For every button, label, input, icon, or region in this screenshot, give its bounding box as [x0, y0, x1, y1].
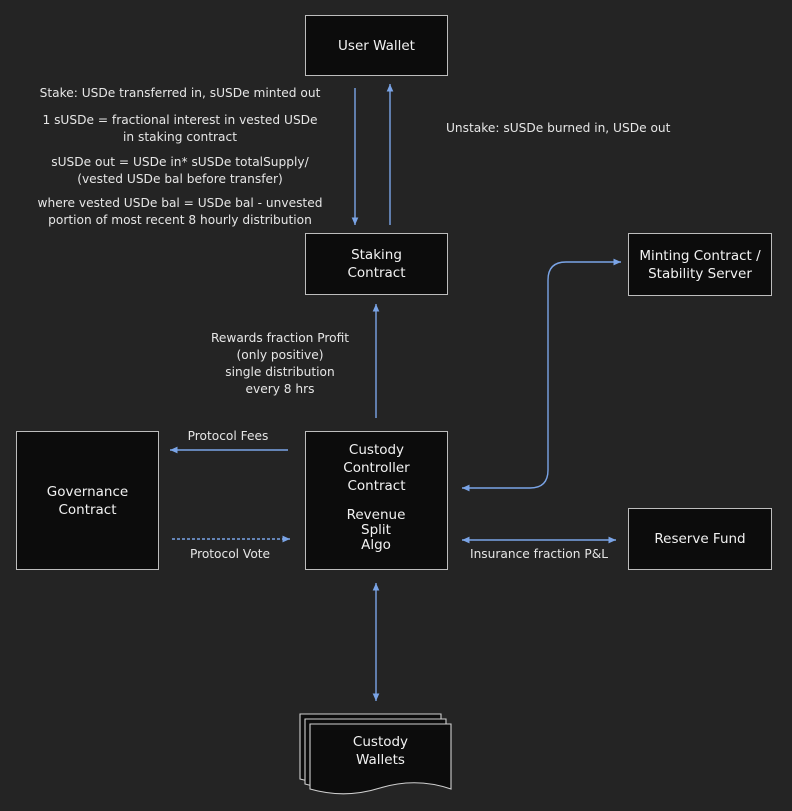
rewards-line3: single distribution	[225, 365, 335, 379]
rewards-line2: (only positive)	[236, 348, 324, 362]
staking-contract-label-line1: Staking	[351, 247, 402, 263]
minting-contract-node: Minting Contract / Stability Server	[628, 233, 772, 296]
vested-definition-line1: where vested USDe bal = USDe bal - unves…	[37, 196, 323, 210]
minting-contract-label-line2: Stability Server	[648, 265, 752, 282]
user-wallet-node: User Wallet	[305, 15, 448, 76]
susde-out-formula-line1: sUSDe out = USDe in* sUSDe totalSupply/	[51, 155, 309, 169]
vested-definition-line2: portion of most recent 8 hourly distribu…	[48, 213, 312, 227]
governance-contract-node: Governance Contract	[16, 431, 159, 570]
protocol-fees-label: Protocol Fees	[187, 429, 269, 443]
custody-wallets-label: Custody Wallets	[310, 733, 451, 769]
vested-definition-label: where vested USDe bal = USDe bal - unves…	[20, 195, 340, 229]
susde-definition-label: 1 sUSDe = fractional interest in vested …	[20, 112, 340, 146]
custody-controller-label-line2: Controller	[343, 460, 410, 476]
staking-contract-node: Staking Contract	[305, 233, 448, 295]
revenue-split-algo-line3: Algo	[361, 537, 391, 553]
revenue-split-algo-label: Revenue Split Algo	[326, 508, 426, 553]
stake-label: Stake: USDe transferred in, sUSDe minted…	[39, 86, 321, 100]
user-wallet-label: User Wallet	[338, 37, 415, 54]
reserve-fund-label: Reserve Fund	[654, 531, 746, 547]
custody-wallets-shape	[299, 713, 452, 795]
custody-controller-label-line3: Contract	[347, 478, 406, 494]
custody-wallets-label-line2: Wallets	[356, 752, 405, 768]
susde-definition-line1: 1 sUSDe = fractional interest in vested …	[42, 113, 318, 127]
protocol-vote-label: Protocol Vote	[189, 547, 271, 561]
revenue-split-algo-line1: Revenue	[346, 507, 406, 523]
arrow-minting-bidirectional	[462, 258, 621, 492]
rewards-label: Rewards fraction Profit (only positive) …	[200, 330, 360, 398]
governance-contract-label-line1: Governance	[46, 483, 129, 500]
susde-out-formula-line2: (vested USDe bal before transfer)	[77, 172, 283, 186]
revenue-split-algo-line2: Split	[361, 522, 391, 538]
rewards-line4: every 8 hrs	[245, 382, 315, 396]
custody-wallets-label-line1: Custody	[352, 734, 409, 750]
minting-contract-label-line1: Minting Contract /	[639, 247, 761, 264]
susde-definition-line2: in staking contract	[123, 130, 237, 144]
rewards-line1: Rewards fraction Profit	[210, 331, 350, 345]
insurance-label: Insurance fraction P&L	[469, 547, 608, 561]
susde-out-formula-label: sUSDe out = USDe in* sUSDe totalSupply/ …	[20, 154, 340, 188]
unstake-label: Unstake: sUSDe burned in, USDe out	[446, 121, 671, 135]
staking-contract-label-line2: Contract	[347, 265, 406, 281]
custody-controller-node: Custody Controller Contract	[305, 431, 448, 570]
custody-controller-label-line1: Custody	[348, 442, 405, 458]
governance-contract-label-line2: Contract	[58, 501, 117, 518]
reserve-fund-node: Reserve Fund	[628, 508, 772, 570]
